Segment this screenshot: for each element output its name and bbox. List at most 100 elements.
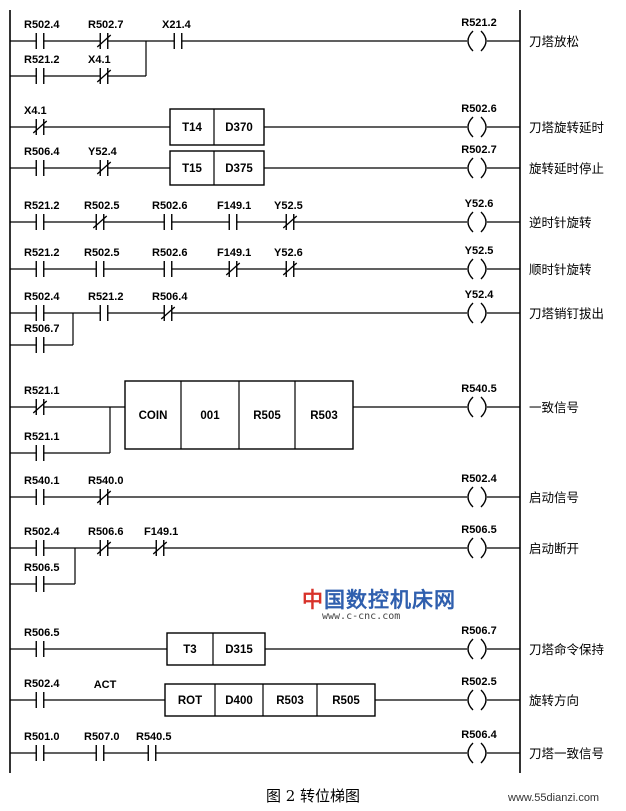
rung-description: 刀塔一致信号: [529, 746, 604, 761]
nc-contact: R506.6: [88, 526, 123, 556]
coil-label: Y52.6: [465, 198, 494, 210]
contact-label: R507.0: [84, 731, 119, 743]
contact-label: R521.2: [88, 291, 123, 303]
no-contact: R540.5: [136, 731, 171, 761]
rung-4: Y52.6 逆时针旋转: [10, 198, 592, 233]
function-block-cell: D370: [225, 122, 253, 134]
rung-description: 顺时针旋转: [529, 262, 592, 277]
no-contact: R506.5: [24, 562, 59, 592]
no-contact: R502.4: [24, 526, 60, 556]
contact-slash: [32, 400, 48, 414]
nc-contact: F149.1: [144, 526, 178, 556]
no-contact: F149.1: [217, 200, 251, 230]
contact-label: R540.1: [24, 475, 59, 487]
contact-slash: [32, 120, 48, 134]
function-block-cell: R505: [332, 695, 360, 707]
contact-label: R506.4: [24, 146, 60, 158]
rung-description: 启动断开: [529, 541, 579, 556]
coil-label: R502.5: [461, 676, 496, 688]
no-contact: R502.4: [24, 678, 60, 708]
contact-slash: [160, 306, 176, 320]
no-contact: R521.2: [24, 247, 59, 277]
contact-label: X4.1: [88, 54, 111, 66]
contact-label: X4.1: [24, 105, 47, 117]
coil-left-arc: [467, 211, 474, 233]
coil-left-arc: [467, 742, 474, 764]
rung-description: 逆时针旋转: [529, 215, 592, 230]
function-block-cell: ROT: [178, 695, 202, 707]
nc-contact: Y52.4: [88, 146, 118, 176]
function-block-cell: 001: [200, 410, 220, 422]
contact-label: R521.2: [24, 54, 59, 66]
nc-contact: R502.7: [88, 19, 123, 49]
parallel-branch: [10, 548, 76, 585]
output-coil: R502.5: [461, 676, 497, 711]
no-contact: R501.0: [24, 731, 59, 761]
rung-12: R506.4 刀塔一致信号: [10, 729, 604, 764]
function-block-cell: D400: [225, 695, 253, 707]
nc-contact: X4.1: [88, 54, 112, 84]
coil-label: R506.5: [461, 524, 496, 536]
contact-label: X21.4: [162, 19, 192, 31]
contact-label: R506.4: [152, 291, 188, 303]
coil-right-arc: [480, 302, 487, 324]
output-coil: R502.4: [461, 473, 498, 508]
no-contact: R521.2: [24, 54, 59, 84]
coil-label: R506.4: [461, 729, 497, 741]
no-contact: R521.2: [88, 291, 123, 321]
coil-label: Y52.5: [465, 245, 494, 257]
output-coil: Y52.6: [465, 198, 494, 233]
nc-contact: R521.1: [24, 385, 59, 415]
output-coil: Y52.5: [465, 245, 494, 280]
function-block-cell: R505: [253, 410, 281, 422]
contact-slash: [282, 215, 298, 229]
contact-label: R506.6: [88, 526, 123, 538]
no-contact: R506.5: [24, 627, 59, 657]
coil-right-arc: [480, 30, 487, 52]
contact-label: F149.1: [144, 526, 178, 538]
contact-slash: [96, 490, 112, 504]
rung-description: 一致信号: [529, 400, 579, 415]
function-block-cell: D375: [225, 163, 253, 175]
coil-left-arc: [467, 396, 474, 418]
coil-right-arc: [480, 211, 487, 233]
coil-label: R502.6: [461, 103, 496, 115]
coil-left-arc: [467, 537, 474, 559]
contact-slash: [282, 262, 298, 276]
coil-right-arc: [480, 486, 487, 508]
contact-label: R502.5: [84, 247, 119, 259]
output-coil: R521.2: [461, 17, 497, 52]
coil-label: R540.5: [461, 383, 496, 395]
rung-description: 旋转延时停止: [529, 161, 604, 176]
no-contact: R502.4: [24, 291, 60, 321]
coil-left-arc: [467, 116, 474, 138]
coil-right-arc: [480, 116, 487, 138]
contact-label: R521.2: [24, 200, 59, 212]
nc-contact: X4.1: [24, 105, 48, 135]
no-contact: R506.4: [24, 146, 60, 176]
contact-label: F149.1: [217, 247, 251, 259]
function-block-cell: R503: [276, 695, 304, 707]
contact-label: R502.4: [24, 526, 60, 538]
function-block-cell: COIN: [139, 410, 168, 422]
contact-label: R502.6: [152, 247, 187, 259]
output-coil: Y52.4: [465, 289, 495, 324]
coil-label: Y52.4: [465, 289, 495, 301]
parallel-branch: [10, 41, 147, 77]
nc-contact: R540.0: [88, 475, 123, 505]
contact-label: F149.1: [217, 200, 251, 212]
contact-label: R502.5: [84, 200, 119, 212]
function-block-cell: D315: [225, 644, 253, 656]
contact-label: Y52.4: [88, 146, 118, 158]
output-coil: R502.6: [461, 103, 497, 138]
contact-label: R502.4: [24, 678, 60, 690]
coil-right-arc: [480, 258, 487, 280]
coil-right-arc: [480, 537, 487, 559]
